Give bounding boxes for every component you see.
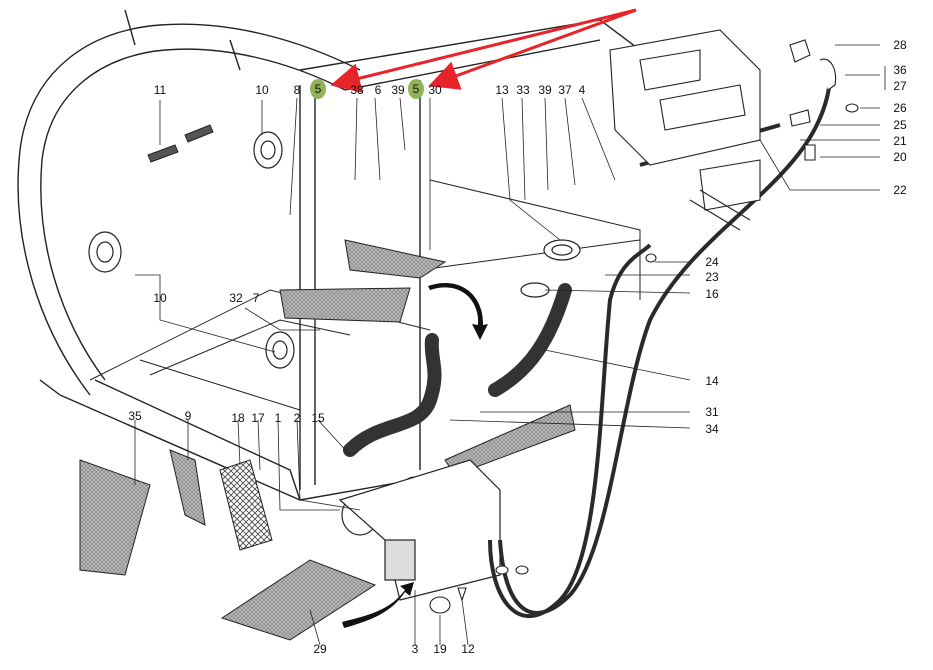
part-label: 34 (705, 422, 719, 436)
part-label: 27 (893, 79, 907, 93)
grille-panel (219, 459, 273, 551)
part-label: 8 (293, 83, 301, 97)
part-label: 31 (705, 405, 719, 419)
part-label: 37 (558, 83, 572, 97)
part-label: 26 (893, 101, 907, 115)
part-label: 20 (893, 150, 907, 164)
part-label: 18 (231, 411, 245, 425)
part-label: 9 (184, 409, 192, 423)
highlight-marker: 5 (408, 79, 424, 99)
part-label: 21 (893, 134, 907, 148)
filter-mats (79, 239, 576, 641)
part-label: 33 (516, 83, 530, 97)
part-label: 28 (893, 38, 907, 52)
part-label: 16 (705, 287, 719, 301)
part-label: 3 (411, 642, 419, 656)
blower-unit (338, 459, 501, 601)
part-label: 15 (311, 411, 325, 425)
part-label: 38 (350, 83, 364, 97)
part-label: 14 (705, 374, 719, 388)
part-label: 25 (893, 118, 907, 132)
part-label: 10 (153, 291, 167, 305)
part-label: 36 (893, 63, 907, 77)
part-label: 4 (578, 83, 586, 97)
pointer-arrows (330, 8, 637, 93)
fittings (429, 39, 859, 614)
part-label: 24 (705, 255, 719, 269)
part-label: 30 (428, 83, 442, 97)
part-label: 10 (255, 83, 269, 97)
part-label: 35 (128, 409, 142, 423)
part-label: 7 (252, 291, 260, 305)
leader-lines (134, 44, 880, 646)
part-label: 39 (391, 83, 405, 97)
part-label: 23 (705, 270, 719, 284)
part-label: 39 (538, 83, 552, 97)
round-vents (88, 131, 581, 369)
part-label: 32 (229, 291, 243, 305)
air-ducts (343, 283, 572, 457)
part-label: 19 (433, 642, 447, 656)
flow-arrows (342, 282, 488, 628)
part-label: 13 (495, 83, 509, 97)
part-label: 2 (293, 411, 301, 425)
engine-assembly (609, 29, 761, 231)
part-label: 6 (374, 83, 382, 97)
part-label: 12 (461, 642, 475, 656)
part-label: 1 (274, 411, 282, 425)
part-label: 17 (251, 411, 265, 425)
part-label: 11 (153, 83, 167, 97)
part-label: 22 (893, 183, 907, 197)
highlight-marker: 5 (310, 79, 326, 99)
part-label: 29 (313, 642, 327, 656)
highlight-label: 5 (314, 82, 322, 96)
highlight-label: 5 (412, 82, 420, 96)
slot-vents (147, 124, 214, 163)
